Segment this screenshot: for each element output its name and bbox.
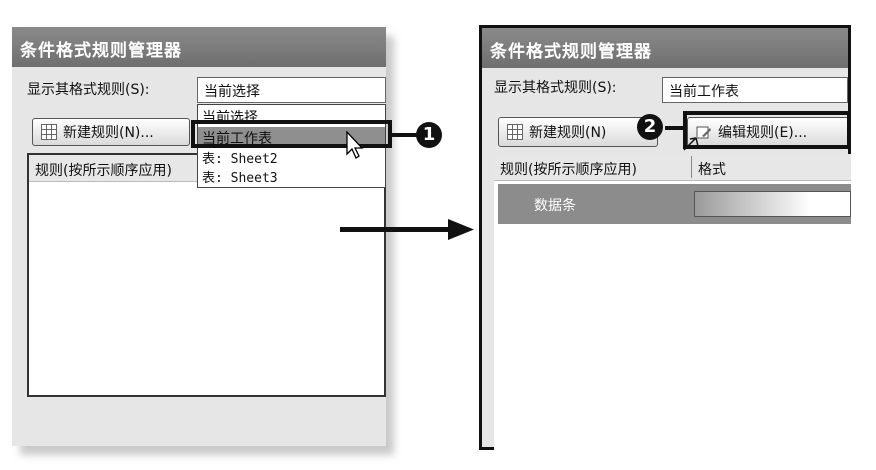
- dropdown-item-sheet3[interactable]: 表: Sheet3: [202, 171, 278, 186]
- data-bar-preview: [694, 191, 851, 217]
- dropdown-item-sheet2[interactable]: 表: Sheet2: [202, 152, 278, 167]
- right-new-rule-button[interactable]: 新建规则(N): [498, 117, 658, 147]
- dropdown-item-current-sheet[interactable]: 当前工作表: [202, 131, 272, 147]
- left-new-rule-button[interactable]: 新建规则(N)...: [32, 118, 190, 146]
- left-show-rules-combo[interactable]: 当前选择: [197, 77, 386, 103]
- right-new-rule-label: 新建规则(N): [529, 125, 607, 141]
- left-rule-list[interactable]: 规则(按所示顺序应用): [27, 153, 386, 397]
- grid-icon: [507, 124, 523, 140]
- callout-2-badge: 2: [637, 114, 663, 140]
- right-rule-list[interactable]: 规则(按所示顺序应用) 格式 数据条: [494, 154, 851, 450]
- cursor-icon: [683, 137, 699, 151]
- rule-row-label: 数据条: [534, 198, 576, 214]
- left-dialog-title: 条件格式规则管理器: [20, 41, 182, 61]
- right-dialog: 条件格式规则管理器 显示其格式规则(S): 当前工作表 新建规则(N) 编辑规则…: [479, 25, 851, 450]
- right-list-header: 规则(按所示顺序应用) 格式: [494, 154, 851, 181]
- left-new-rule-label: 新建规则(N)...: [63, 125, 154, 141]
- right-show-rules-label: 显示其格式规则(S):: [494, 80, 617, 96]
- callout-1-badge: 1: [416, 122, 442, 148]
- callout-2-highlight: [683, 111, 851, 149]
- left-show-rules-label: 显示其格式规则(S):: [27, 82, 150, 98]
- left-dialog: 条件格式规则管理器 显示其格式规则(S): 当前选择 新建规则(N)... 规则…: [12, 27, 386, 446]
- callout-1-leader: [390, 133, 418, 137]
- column-separator: [691, 156, 692, 178]
- callout-2-leader: [665, 126, 685, 130]
- grid-icon: [41, 124, 57, 140]
- right-edit-rule-button[interactable]: 编辑规则(E)...: [687, 117, 849, 147]
- cursor-icon: [346, 130, 364, 159]
- left-titlebar: 条件格式规则管理器: [12, 27, 386, 67]
- right-col-format: 格式: [698, 162, 726, 178]
- right-col-rule: 规则(按所示顺序应用): [500, 162, 637, 178]
- right-edit-rule-label: 编辑规则(E)...: [718, 125, 808, 141]
- left-col-rule: 规则(按所示顺序应用): [35, 163, 172, 179]
- right-show-rules-combo[interactable]: 当前工作表: [662, 77, 848, 103]
- dropdown-highlight: [198, 127, 385, 147]
- edit-icon: [696, 125, 712, 140]
- right-dialog-title: 条件格式规则管理器: [490, 42, 652, 62]
- rule-row[interactable]: 数据条: [498, 184, 851, 224]
- arrow-icon: [340, 219, 474, 240]
- right-titlebar: 条件格式规则管理器: [482, 28, 848, 68]
